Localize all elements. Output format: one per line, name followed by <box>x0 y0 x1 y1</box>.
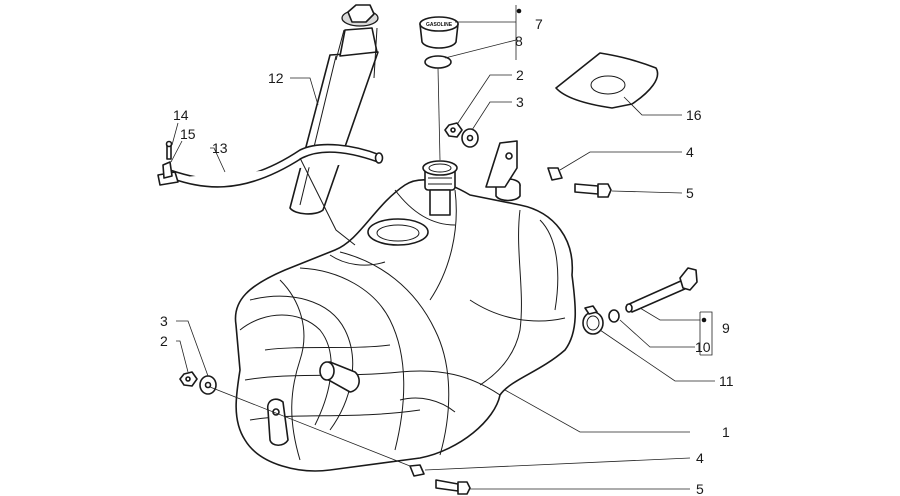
callout-15: 15 <box>180 126 196 142</box>
callout-4-bottom: 4 <box>696 450 704 466</box>
fuel-cap: GASOLINE <box>419 16 459 49</box>
callout-4-top: 4 <box>686 144 694 160</box>
leader-lines <box>170 5 715 490</box>
rubber-pad-hole <box>590 75 626 95</box>
callout-dot-9 <box>701 317 707 323</box>
callout-13: 13 <box>212 140 228 156</box>
callout-1: 1 <box>722 424 730 440</box>
callout-dot-7 <box>516 8 522 14</box>
callout-16: 16 <box>686 107 702 123</box>
callout-2-left: 2 <box>160 333 168 349</box>
callout-11: 11 <box>719 373 734 389</box>
callout-8: 8 <box>515 33 523 49</box>
vent-hose <box>169 143 384 246</box>
callout-5-bottom: 5 <box>696 481 704 496</box>
callout-3-left: 3 <box>160 313 168 329</box>
fuel-tank <box>234 140 577 472</box>
callout-2-top: 2 <box>516 67 524 83</box>
callout-9: 9 <box>722 320 730 336</box>
callout-7: 7 <box>535 16 543 32</box>
hardware-top <box>444 122 612 198</box>
callout-labels: 7 8 2 3 4 5 16 12 13 14 15 3 2 9 10 11 1… <box>160 16 734 496</box>
rubber-pad <box>555 52 659 109</box>
callout-3-top: 3 <box>516 94 524 110</box>
hose-clip <box>157 140 179 186</box>
callout-12: 12 <box>268 70 284 86</box>
hardware-left <box>179 371 217 395</box>
callout-14: 14 <box>173 107 189 123</box>
callout-5-top: 5 <box>686 185 694 201</box>
hardware-bottom <box>409 464 471 495</box>
fuel-pipe-assembly <box>582 267 698 335</box>
cap-label: GASOLINE <box>426 22 453 28</box>
callout-10: 10 <box>695 339 711 355</box>
filler-tube <box>289 4 379 215</box>
